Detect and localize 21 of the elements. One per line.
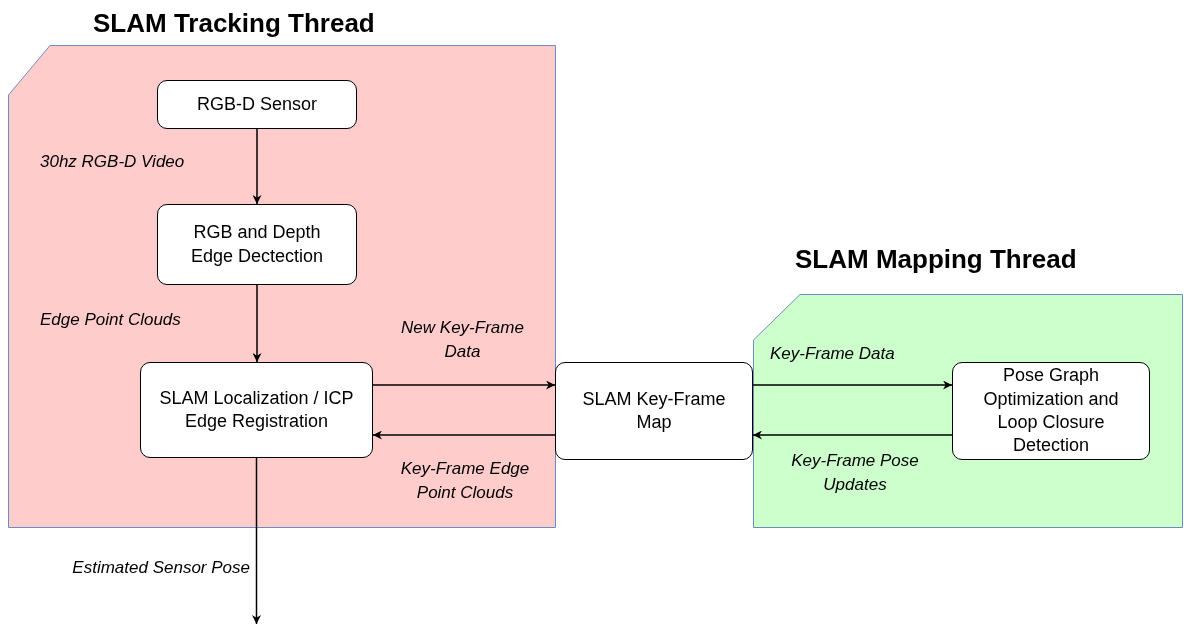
process-box: SLAM Key-Frame Map xyxy=(555,362,753,460)
edge-label: Key-Frame Pose Updates xyxy=(790,450,920,496)
arrow xyxy=(752,380,953,390)
panel-heading: SLAM Mapping Thread xyxy=(795,244,1077,275)
arrow xyxy=(752,430,953,440)
edge-label: 30hz RGB-D Video xyxy=(40,151,186,173)
edge-label: Edge Point Clouds xyxy=(40,309,182,331)
panel-heading: SLAM Tracking Thread xyxy=(93,8,375,39)
edge-label: New Key-Frame Data xyxy=(400,317,525,363)
process-box: SLAM Localization / ICP Edge Registration xyxy=(140,362,373,458)
arrow xyxy=(372,430,556,440)
arrow xyxy=(252,128,262,205)
arrow xyxy=(252,457,261,625)
edge-label: Estimated Sensor Pose xyxy=(71,557,250,579)
arrow xyxy=(252,284,262,363)
edge-label: Key-Frame Data xyxy=(770,343,896,365)
process-box: Pose Graph Optimization and Loop Closure Detection xyxy=(952,362,1150,460)
edge-label: Key-Frame Edge Point Clouds xyxy=(399,458,531,504)
process-box: RGB and Depth Edge Dectection xyxy=(157,204,357,285)
arrow xyxy=(372,380,556,390)
process-box: RGB-D Sensor xyxy=(157,80,357,129)
